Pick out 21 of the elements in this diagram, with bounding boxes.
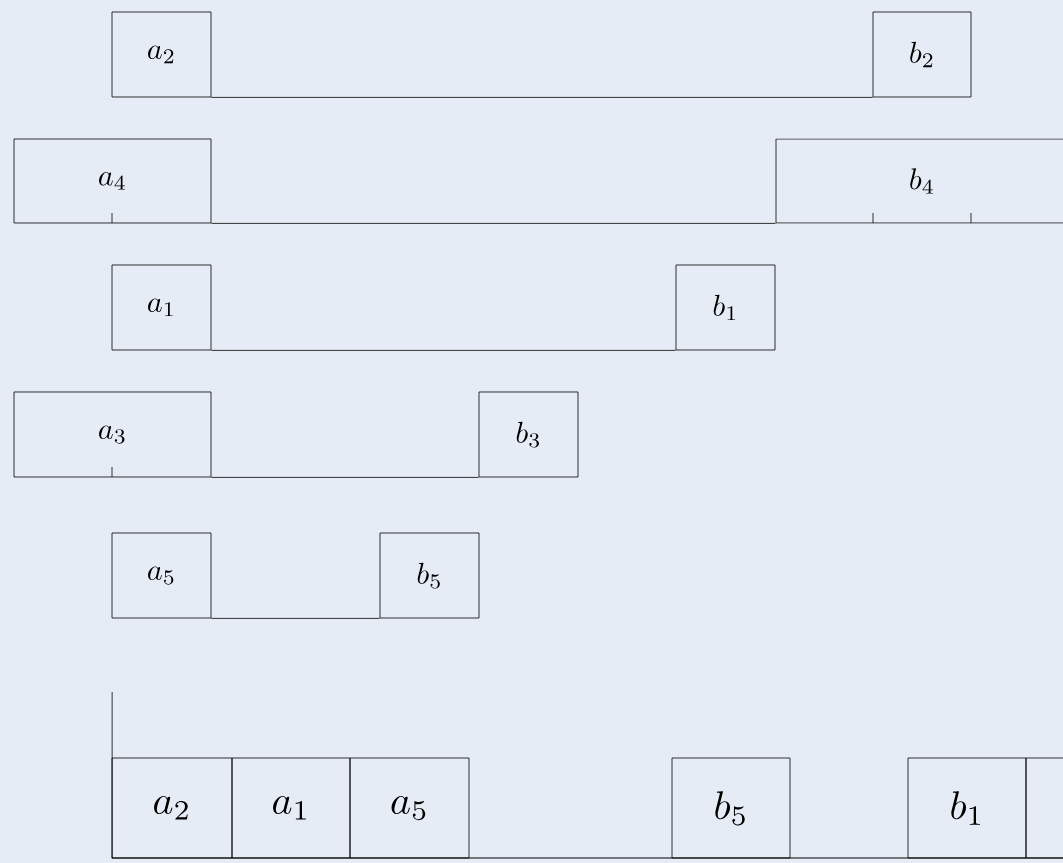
variable-box: $b_2$: [872, 11, 972, 98]
variable-box: $b_1$: [907, 757, 1027, 859]
variable-box: $a_3$: [13, 391, 212, 478]
variable-box: $b_5$: [379, 532, 480, 619]
variable-box: $a_1$: [231, 757, 351, 859]
variable-box: $b_1$: [675, 264, 776, 351]
variable-box: $a_1$: [111, 264, 212, 351]
connector-line: [211, 223, 776, 224]
variable-box: $b_5$: [671, 757, 791, 859]
connector-line: [211, 97, 873, 98]
variable-box: $a_5$: [349, 757, 470, 859]
connector-line: [211, 350, 676, 351]
connector-line: [211, 477, 479, 478]
variable-box: [1025, 757, 1063, 859]
variable-box: $b_4$: [775, 138, 1063, 224]
variable-box: $a_2$: [111, 11, 212, 98]
variable-box: $a_2$: [111, 757, 233, 859]
connector-line: [211, 618, 380, 619]
variable-box: $b_3$: [478, 391, 579, 478]
variable-box: $a_4$: [13, 138, 212, 224]
variable-box: $a_5$: [111, 532, 212, 619]
